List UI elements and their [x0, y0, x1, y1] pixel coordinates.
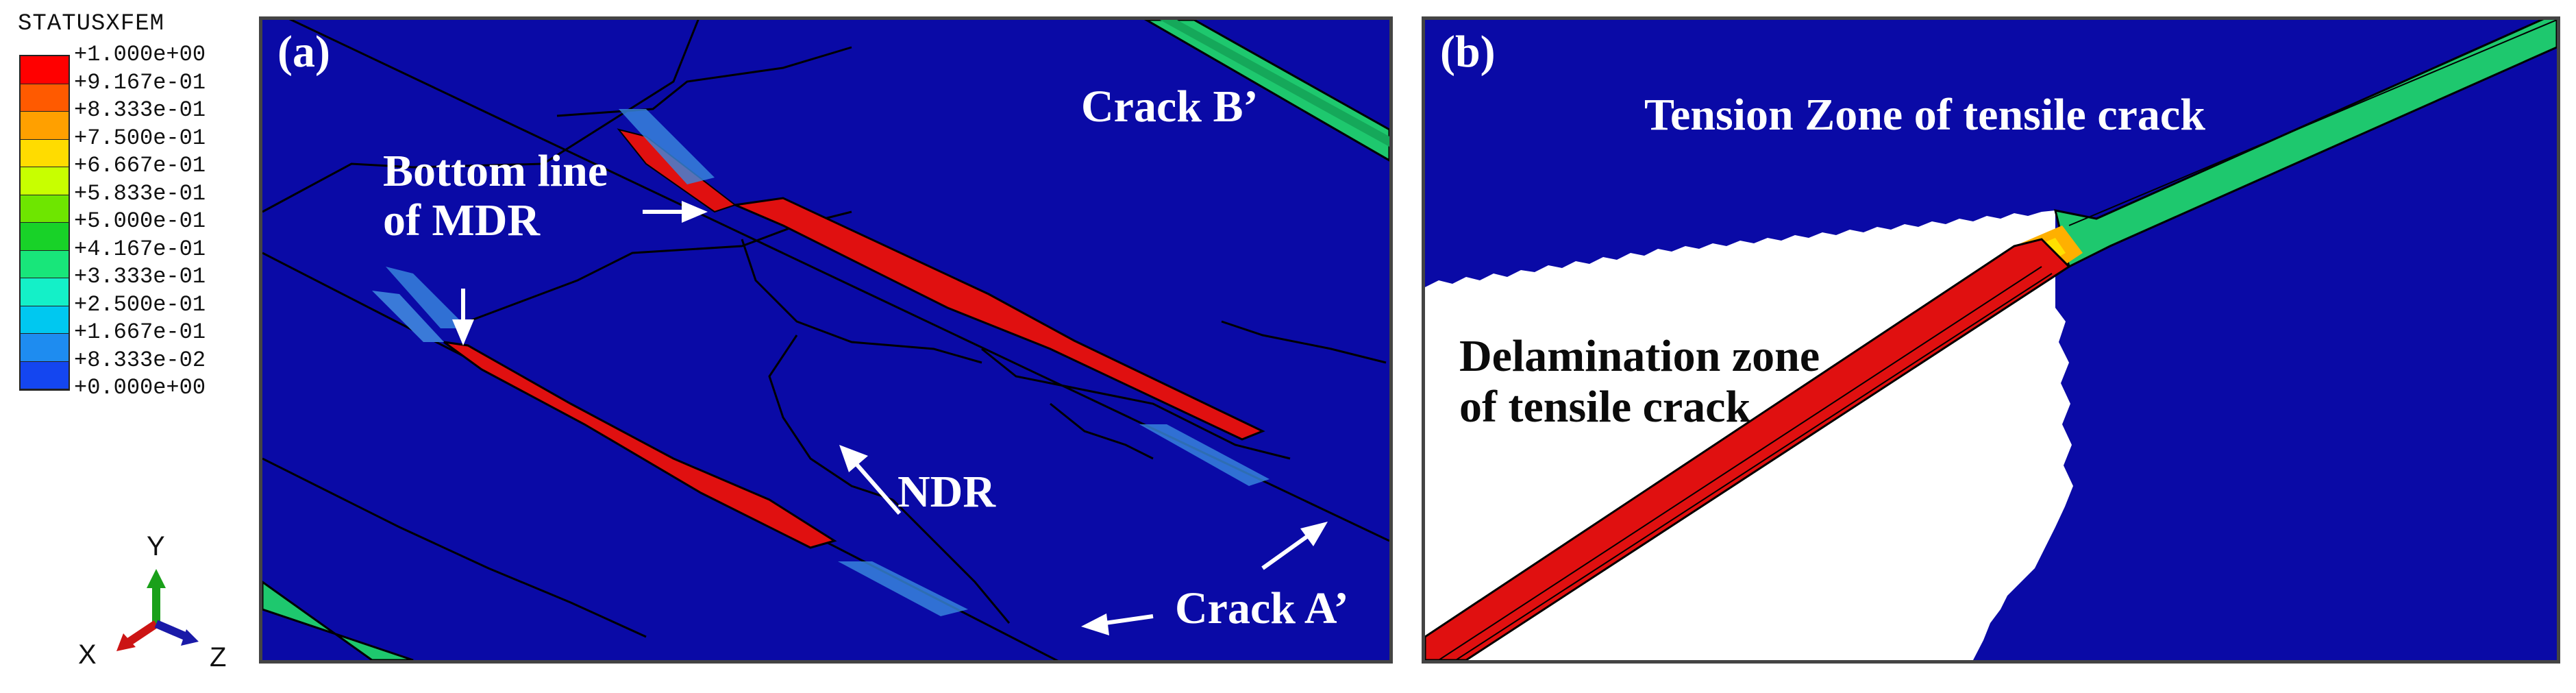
- legend-swatch: [21, 278, 69, 306]
- legend-swatch: [21, 250, 69, 278]
- legend-label: +3.333e-01: [74, 264, 206, 289]
- axis-z-label: Z: [210, 642, 226, 672]
- axis-triad-icon: Y X Z: [78, 531, 226, 672]
- legend-label: +1.667e-01: [74, 319, 206, 345]
- panel-b-mesh: [1425, 20, 2557, 660]
- panel-b-tag: (b): [1440, 27, 1496, 77]
- legend-label: +8.333e-02: [74, 347, 206, 373]
- panel-a-tag: (a): [277, 27, 330, 77]
- delamination-label-1: Delamination zone: [1459, 331, 1820, 381]
- legend-swatch: [21, 195, 69, 223]
- legend-color-bar: [19, 55, 70, 391]
- legend-swatch: [21, 223, 69, 251]
- legend-label: +2.500e-01: [74, 291, 206, 317]
- legend-label: +1.000e+00: [74, 42, 206, 67]
- legend-swatch: [21, 306, 69, 334]
- legend-swatch: [21, 334, 69, 362]
- legend-label: +5.833e-01: [74, 180, 206, 206]
- legend-label: +5.000e-01: [74, 208, 206, 234]
- tension-zone-label: Tension Zone of tensile crack: [1644, 90, 2205, 140]
- panel-b: (b) Tension Zone of tensile crack Delami…: [1422, 16, 2560, 664]
- legend-label: +8.333e-01: [74, 97, 206, 123]
- legend-swatch: [21, 139, 69, 167]
- ndr-label: NDR: [897, 467, 995, 517]
- legend-swatch: [21, 167, 69, 195]
- legend-swatch: [21, 84, 69, 112]
- bottom-line-label-2: of MDR: [383, 195, 541, 245]
- legend-title: STATUSXFEM: [18, 11, 165, 37]
- bottom-line-label-1: Bottom line: [383, 146, 608, 196]
- panel-a-mesh: [262, 20, 1389, 660]
- crack-a-label: Crack A’: [1175, 583, 1349, 633]
- legend-label: +4.167e-01: [74, 236, 206, 262]
- legend-swatch: [21, 56, 69, 84]
- legend-label: +6.667e-01: [74, 153, 206, 178]
- delamination-label-2: of tensile crack: [1459, 382, 1751, 432]
- legend-swatch: [21, 361, 69, 389]
- panel-a: (a) Crack B’ Bottom line of MDR NDR Crac…: [259, 16, 1393, 664]
- axis-triad: Y X Z: [69, 521, 247, 679]
- axis-y-label: Y: [147, 531, 165, 561]
- legend-label: +7.500e-01: [74, 125, 206, 151]
- legend-label: +9.167e-01: [74, 69, 206, 95]
- legend-labels: +1.000e+00+9.167e-01+8.333e-01+7.500e-01…: [74, 41, 252, 402]
- legend-label: +0.000e+00: [74, 375, 206, 400]
- axis-x-label: X: [78, 640, 97, 670]
- legend-swatch: [21, 112, 69, 140]
- crack-b-label: Crack B’: [1081, 82, 1259, 132]
